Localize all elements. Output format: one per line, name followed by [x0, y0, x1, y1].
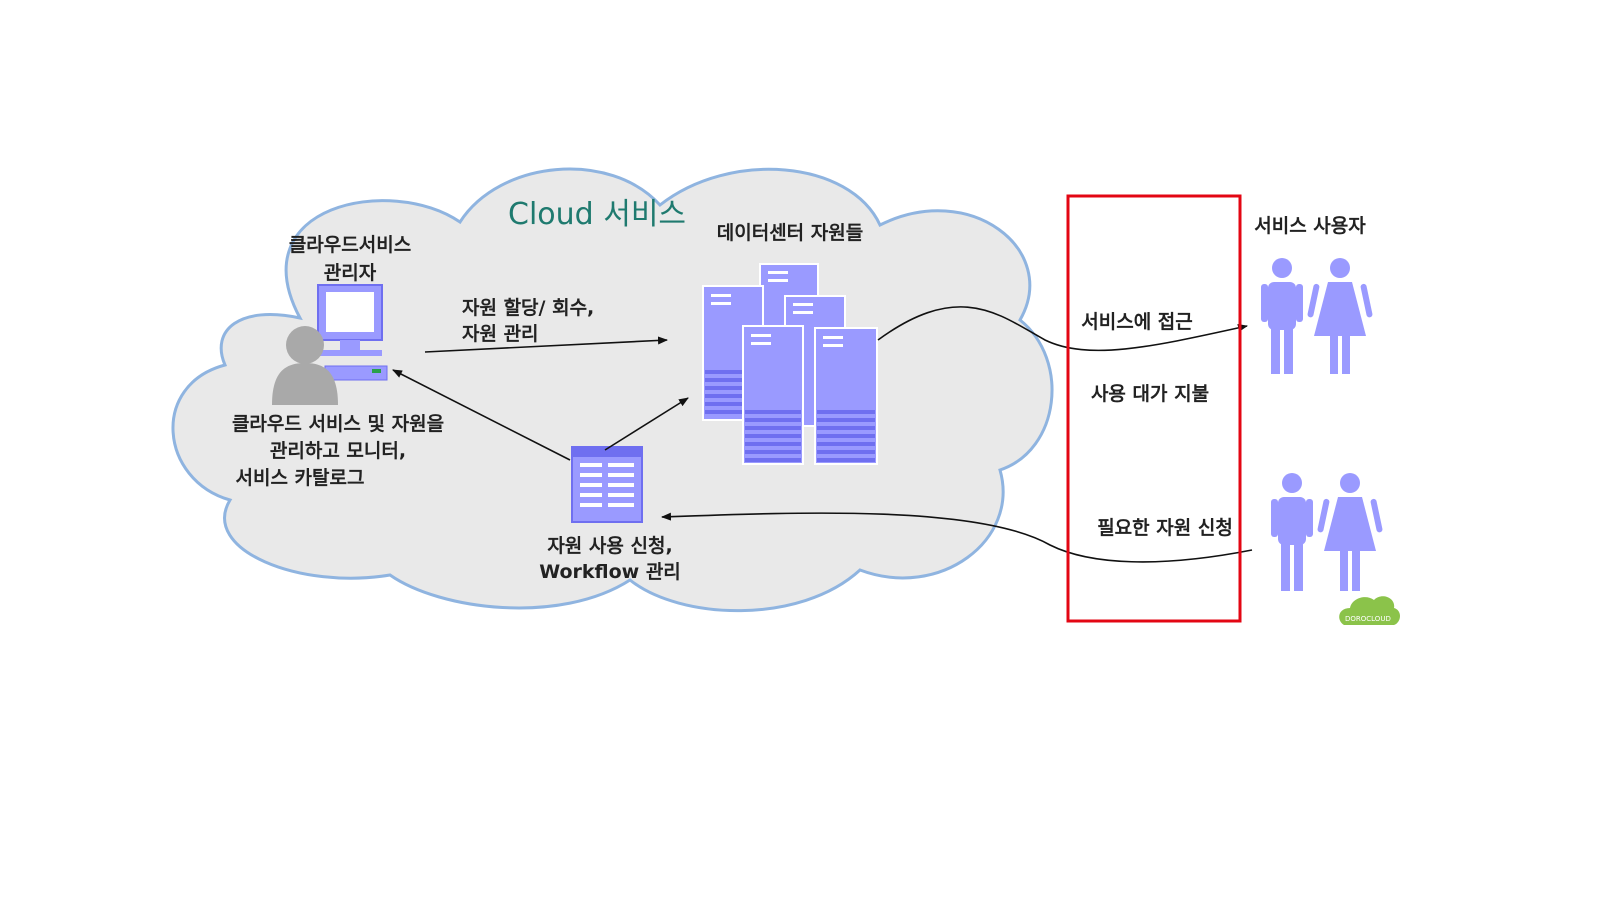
admin-desc-line2: 관리하고 모니터, [270, 440, 406, 462]
users-title: 서비스 사용자 [1254, 215, 1366, 237]
female-user-icon [1317, 473, 1383, 591]
admin-title-line1: 클라우드서비스 [289, 234, 411, 256]
datacenter-title: 데이터센터 자원들 [717, 222, 863, 244]
server-icon [814, 327, 878, 465]
admin-desc-line1: 클라우드 서비스 및 자원을 [232, 413, 444, 435]
male-user-icon [1261, 258, 1303, 374]
arrow-workflow-to-datacenter [604, 397, 689, 451]
workflow-catalog-icon [571, 446, 643, 523]
allocate-label-line1: 자원 할당/ 회수, [462, 296, 594, 319]
interface-highlight-box [1066, 194, 1242, 623]
arrow-service-access [877, 306, 1248, 352]
female-user-icon [1307, 258, 1373, 374]
arrow-resource-request [661, 512, 1253, 563]
admin-desc-line3: 서비스 카탈로그 [236, 467, 365, 489]
service-users-icon [1271, 473, 1383, 591]
cloud-title: Cloud 서비스 [508, 197, 686, 232]
arrow-workflow-to-admin [392, 369, 571, 461]
request-label: 필요한 자원 신청 [1097, 517, 1233, 539]
service-users-icon [1261, 258, 1373, 374]
allocate-label-line2: 자원 관리 [462, 323, 539, 345]
male-user-icon [1271, 473, 1313, 591]
cloud-shape [171, 167, 1054, 613]
brand-logo: DOROCLOUD [1339, 596, 1400, 625]
admin-workstation-icon [272, 284, 388, 405]
workflow-label-line1: 자원 사용 신청, [547, 535, 672, 557]
server-icon [742, 325, 804, 465]
admin-title-line2: 관리자 [324, 262, 377, 284]
service-access-label: 서비스에 접근 [1081, 311, 1193, 333]
server-rack-icons [702, 263, 878, 465]
workflow-label-line2: Workflow 관리 [539, 561, 681, 583]
payment-label: 사용 대가 지불 [1091, 383, 1209, 405]
arrow-admin-to-datacenter [424, 336, 668, 353]
brand-logo-text: DOROCLOUD [1345, 615, 1391, 623]
